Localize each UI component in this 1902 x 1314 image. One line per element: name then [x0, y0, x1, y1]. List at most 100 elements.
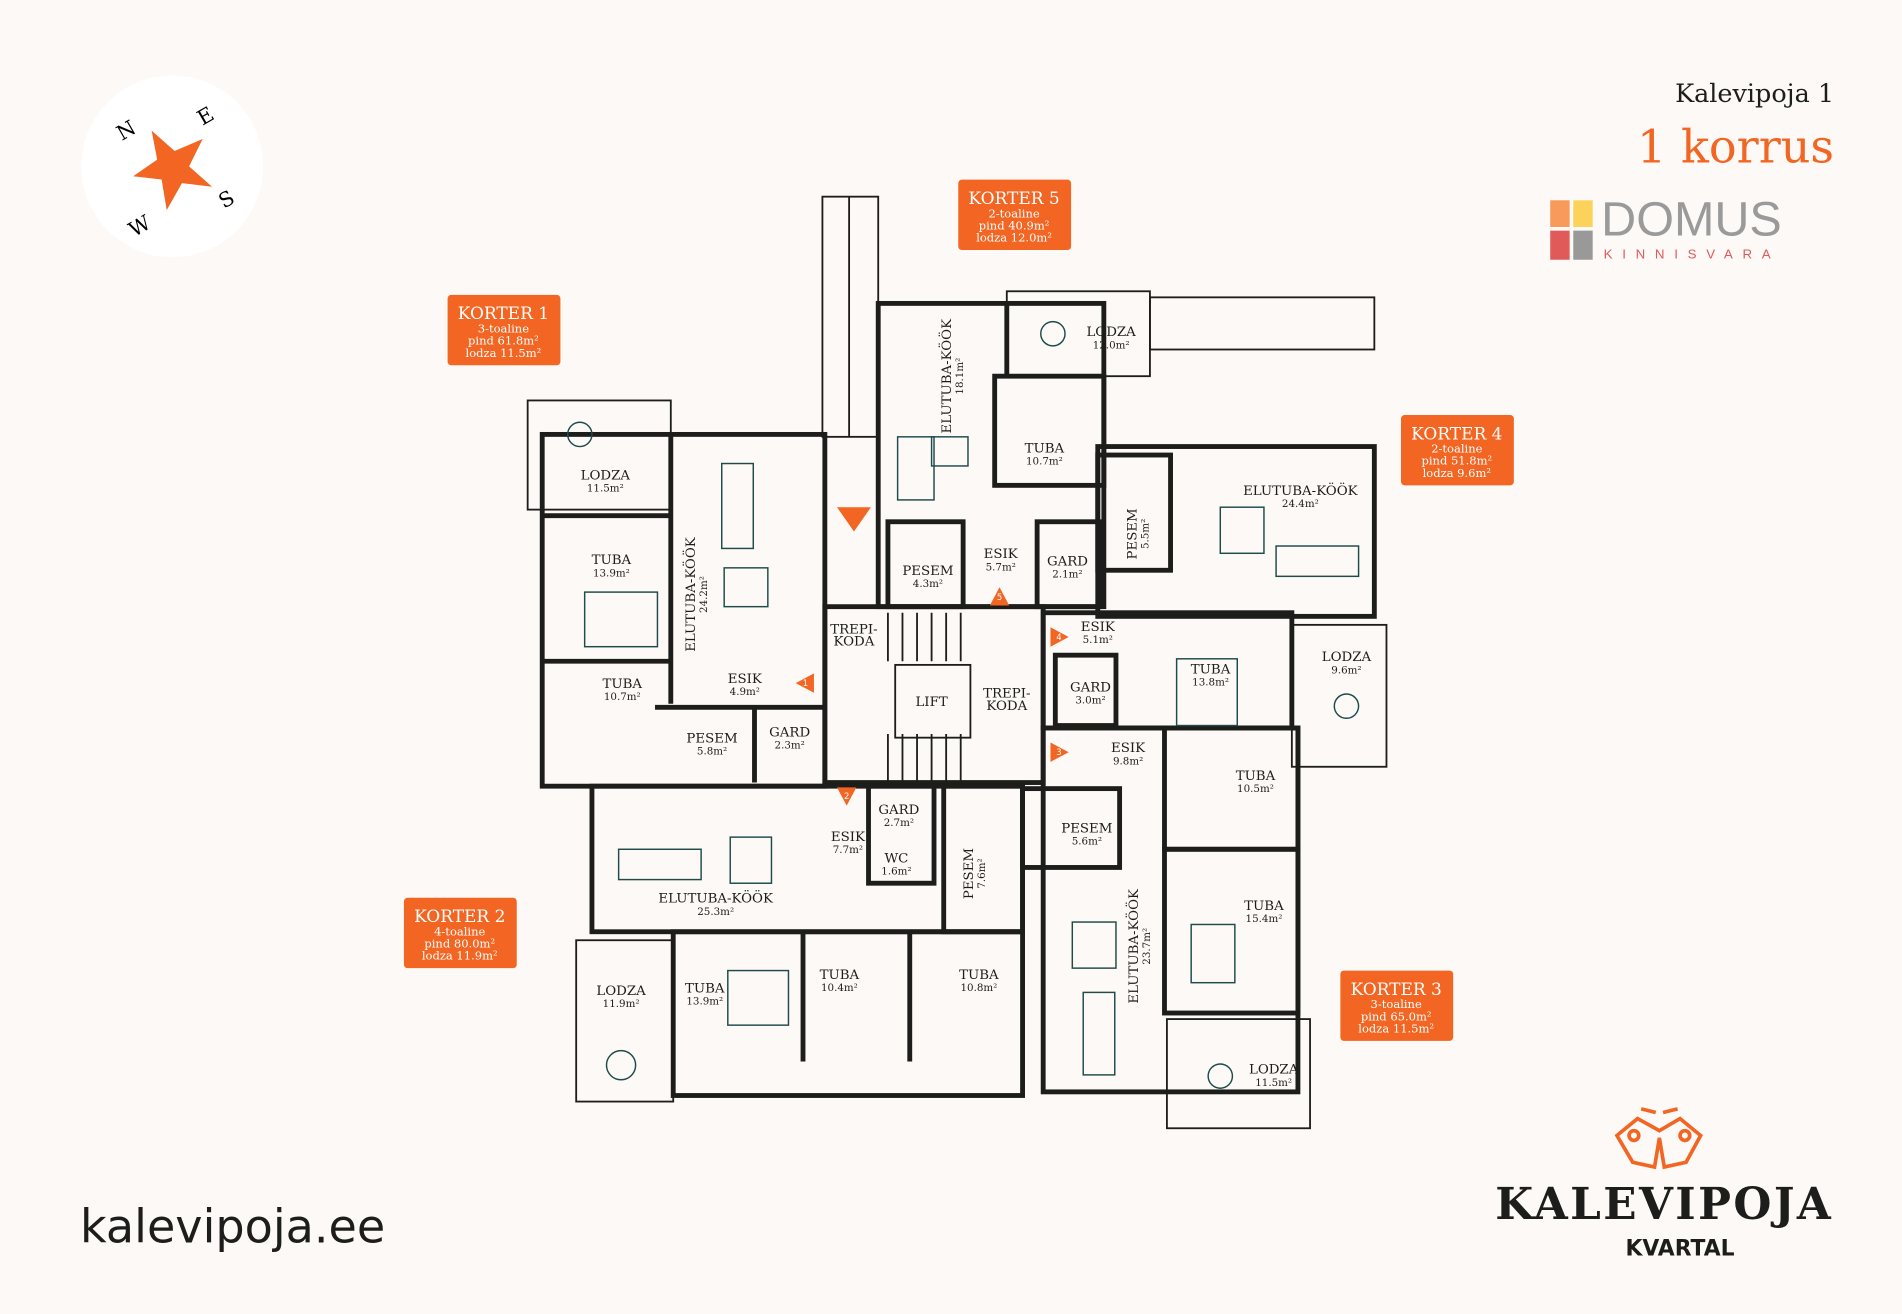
building-name: Kalevipoja 1 — [1675, 79, 1834, 109]
room-label: TREPI-KODA — [983, 687, 1030, 714]
room-area: 5.8m² — [697, 746, 727, 758]
entrance-triangle-icon — [836, 787, 857, 806]
apartment-loggia: lodza 11.9m² — [422, 949, 498, 963]
entrance-triangle-icon — [1050, 627, 1069, 647]
entrance-number: 5 — [997, 593, 1002, 603]
room-area: 7.6m² — [976, 858, 988, 888]
watermark-subtext: KINNISVARA — [1604, 247, 1781, 262]
room-name: PESEM — [1061, 821, 1112, 836]
apartment-area: pind 51.8m² — [1421, 454, 1492, 468]
room-name: LODZA — [1249, 1063, 1299, 1078]
apartment-badge — [1401, 415, 1514, 486]
room-area: 3.0m² — [1075, 695, 1105, 707]
apartment-area: pind 61.8m² — [468, 334, 539, 348]
room-name: ELUTUBA-KÖÖK — [682, 536, 699, 652]
room-area: 24.4m² — [1282, 498, 1319, 510]
apartment-rooms: 2-toaline — [988, 206, 1039, 220]
entrance-marker: 1 — [795, 673, 814, 693]
apartment-badge — [1340, 970, 1454, 1041]
room-area: 5.5m² — [1140, 519, 1152, 549]
room-area: 2.1m² — [1052, 569, 1082, 581]
room-name: GARD — [1070, 681, 1111, 696]
room-area: 9.8m² — [1113, 755, 1143, 767]
room-area: 10.4m² — [821, 982, 858, 994]
apartment-loggia: lodza 11.5m² — [466, 346, 542, 360]
apartment-title: KORTER 2 — [414, 907, 505, 927]
room-name: LODZA — [1322, 650, 1372, 665]
room-area: 2.3m² — [775, 740, 805, 752]
room-name: TUBA — [1244, 899, 1284, 914]
room-name: TUBA — [1236, 769, 1276, 784]
apartment-rooms: 2-toaline — [1431, 442, 1482, 456]
room-area: 7.7m² — [833, 844, 863, 856]
room-label: LIFT — [915, 695, 947, 710]
apartment-badge — [447, 294, 561, 366]
room-label: TREPI-KODA — [830, 622, 877, 649]
domus-watermark: DOMUS KINNISVARA — [1550, 192, 1782, 262]
kalevipoja-logo: KALEVIPOJA KVARTAL — [1495, 1107, 1831, 1262]
apartment-rooms: 3-toaline — [478, 322, 529, 336]
floor-title: 1 korrus — [1637, 120, 1834, 174]
room-name: LIFT — [915, 695, 947, 710]
watermark-text: DOMUS — [1601, 192, 1782, 246]
entrance-marker: 4 — [1050, 627, 1069, 647]
entrance-marker: 5 — [989, 587, 1010, 606]
room-area: 4.9m² — [730, 686, 760, 698]
room-area: 15.4m² — [1246, 913, 1283, 925]
room-name: TUBA — [820, 968, 860, 983]
room-area: 5.6m² — [1072, 835, 1102, 847]
apartment-area: pind 40.9m² — [979, 218, 1050, 232]
building-walls — [526, 195, 1388, 1130]
room-area: 12.0m² — [1093, 339, 1130, 351]
room-area: 10.8m² — [960, 982, 997, 994]
room-name: LODZA — [581, 468, 631, 483]
room-area: 23.7m² — [1141, 928, 1153, 965]
moth-icon — [1614, 1107, 1703, 1170]
room-name: LODZA — [596, 984, 646, 999]
room-name: ESIK — [831, 830, 866, 845]
website-link[interactable]: kalevipoja.ee — [80, 1199, 385, 1253]
room-name: ELUTUBA-KÖÖK — [1125, 888, 1142, 1004]
room-area: 9.6m² — [1331, 664, 1361, 676]
compass-star-icon — [133, 130, 213, 211]
room-name: ESIK — [1081, 620, 1116, 635]
apartment-title: KORTER 5 — [968, 189, 1059, 209]
room-name: WC — [884, 852, 908, 867]
entrance-marker: 2 — [836, 787, 857, 806]
room-name: TUBA — [1191, 662, 1231, 677]
room-name: ELUTUBA-KÖÖK — [658, 890, 774, 907]
apartment-badge — [958, 179, 1072, 251]
room-name: ELUTUBA-KÖÖK — [1243, 482, 1359, 499]
room-area: 13.9m² — [686, 996, 723, 1008]
apartment-rooms: 4-toaline — [434, 924, 485, 938]
